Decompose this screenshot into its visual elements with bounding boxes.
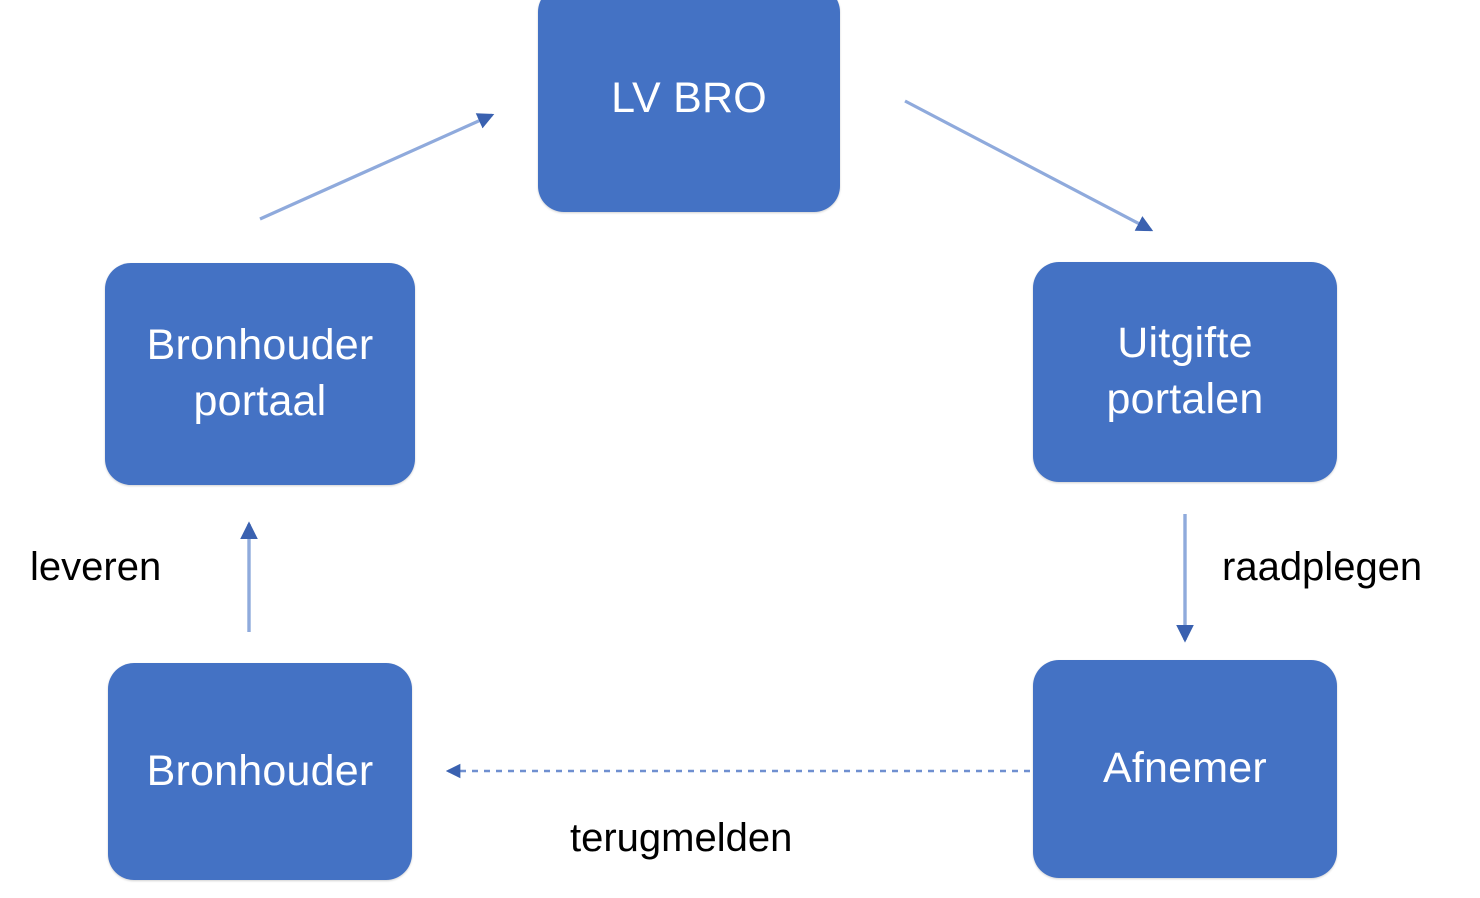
node-uitgifte-portalen-label: Uitgifte portalen <box>1106 319 1264 423</box>
edge-label-raadplegen: raadplegen <box>1222 545 1423 589</box>
node-bronhouder-label: Bronhouder <box>146 746 374 795</box>
edge-bronhouder-portaal-to-lv-bro <box>259 113 495 221</box>
node-uitgifte-portalen[interactable]: Uitgifte portalen <box>1033 262 1337 482</box>
edge-lv-bro-to-uitgifte-portalen <box>904 99 1154 232</box>
node-bronhouder-portaal[interactable]: Bronhouder portaal <box>105 263 415 485</box>
node-bronhouder[interactable]: Bronhouder <box>108 663 412 880</box>
node-lv-bro[interactable]: LV BRO <box>538 0 840 212</box>
node-bronhouder-portaal-label: Bronhouder portaal <box>146 321 374 425</box>
node-afnemer[interactable]: Afnemer <box>1033 660 1337 878</box>
node-afnemer-label: Afnemer <box>1103 744 1267 793</box>
node-lv-bro-label: LV BRO <box>611 74 767 123</box>
edge-label-leveren: leveren <box>30 545 162 589</box>
edge-label-terugmelden: terugmelden <box>570 816 793 860</box>
